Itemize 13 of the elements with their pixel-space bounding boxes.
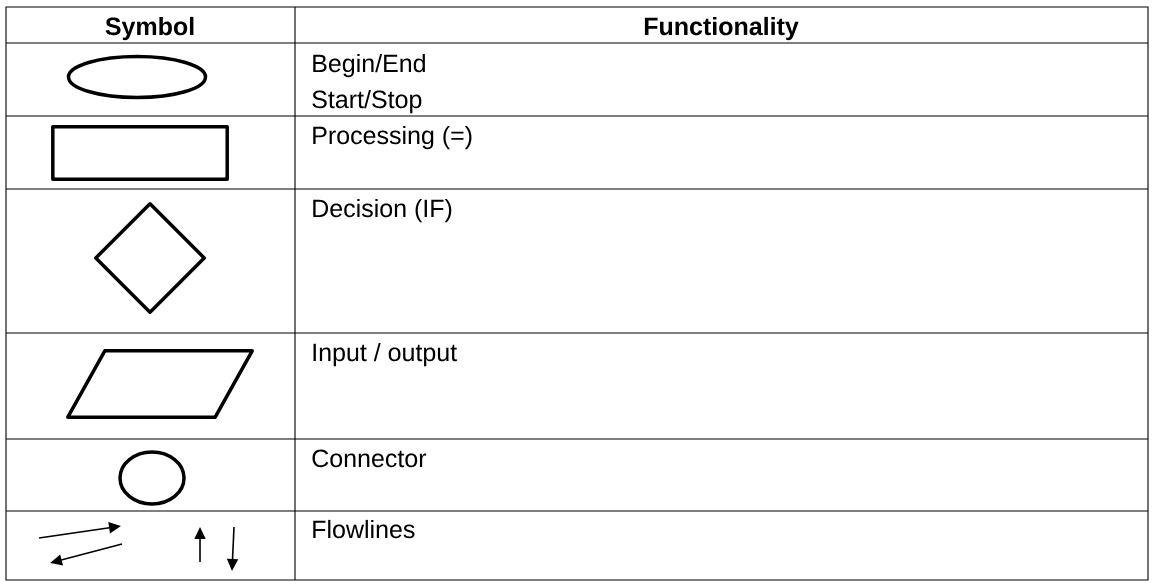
table-cell-text: Input / output [313,342,457,367]
oval-symbol [66,54,208,100]
table-cell-text: Begin/End [313,53,425,78]
table-cell-text: Flowlines [313,519,415,539]
table-cell-text: Processing (=) [313,125,472,150]
table-cell-text: Connector [312,449,427,468]
parallelogram-symbol [66,349,254,419]
table-cell-text: Start/Stop [312,89,422,114]
rectangle-symbol [51,125,229,181]
circle-symbol [118,450,186,506]
table-cell-text: Decision (IF) [313,198,452,223]
diamond-symbol [94,202,206,314]
column-header: Functionality [644,16,799,41]
